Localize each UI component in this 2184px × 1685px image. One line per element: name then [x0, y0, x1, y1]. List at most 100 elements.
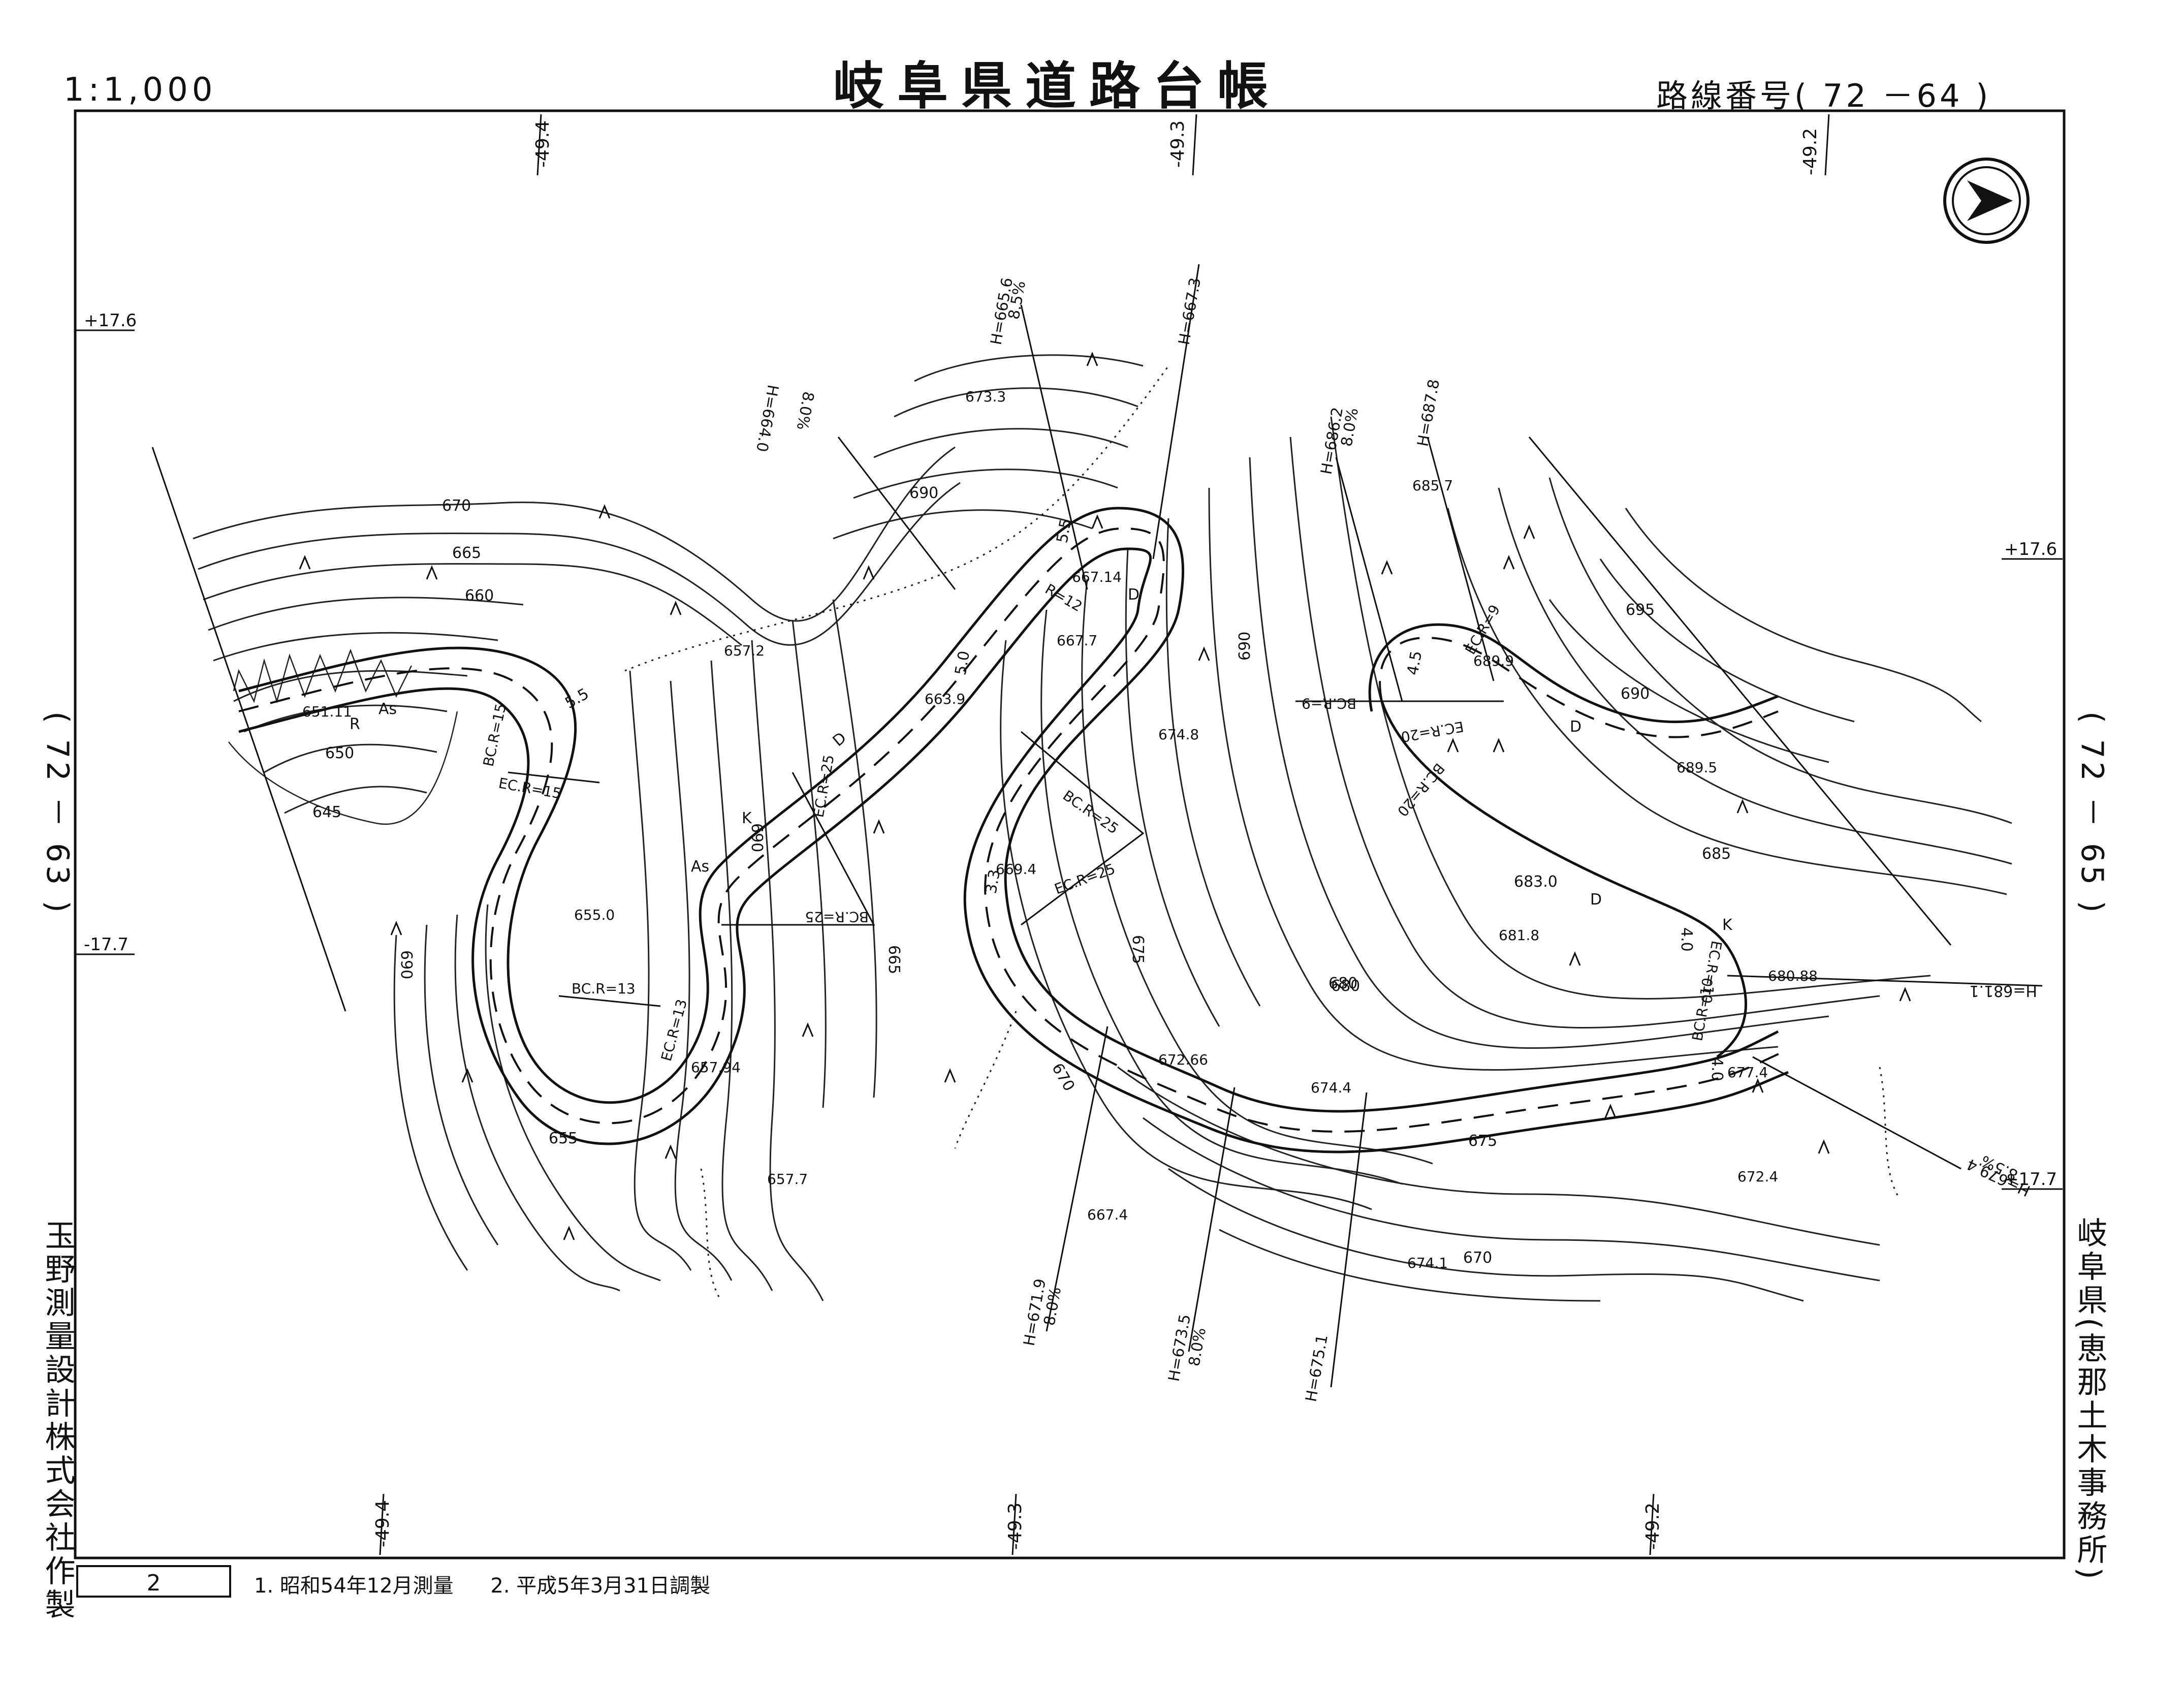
svg-text:4.5: 4.5	[1404, 649, 1426, 676]
svg-text:681.8: 681.8	[1499, 927, 1539, 944]
map-frame	[74, 109, 2066, 1559]
svg-text:8.0%: 8.0%	[793, 390, 817, 431]
grid-label-left-1: +17.6	[84, 310, 137, 331]
grid-label-bottom-3: -49.2	[1642, 1503, 1663, 1550]
footpaths	[624, 365, 1901, 1301]
svg-text:EC.R=13: EC.R=13	[658, 997, 690, 1063]
svg-text:655.0: 655.0	[574, 907, 615, 923]
svg-text:667.14: 667.14	[1072, 569, 1122, 585]
road-east-spur	[1379, 637, 1779, 738]
cliff-hatching	[228, 648, 458, 825]
road-edge-outer	[238, 507, 1779, 1113]
svg-text:677.4: 677.4	[1727, 1064, 1768, 1081]
svg-text:4.0: 4.0	[1677, 927, 1695, 952]
road-edge-inner	[238, 547, 1789, 1153]
svg-text:683.0: 683.0	[1514, 873, 1558, 891]
svg-text:645: 645	[312, 803, 341, 821]
grid-label-bottom-1: -49.4	[372, 1500, 393, 1547]
footer-notes: 1. 昭和54年12月測量 2. 平成5年3月31日調製	[254, 1569, 741, 1599]
svg-text:675: 675	[1129, 935, 1147, 964]
grid-label-top-3: -49.2	[1800, 128, 1821, 175]
svg-text:675: 675	[1468, 1132, 1497, 1150]
svg-text:As: As	[378, 700, 397, 718]
svg-text:674.8: 674.8	[1158, 726, 1199, 743]
grade-labels: H=665.6 8.5% H=667.3 H=664.0 8.0% H=686.…	[752, 276, 2037, 1403]
svg-text:673.3: 673.3	[965, 388, 1006, 405]
grid-ticks	[76, 114, 2063, 1555]
svg-text:690: 690	[397, 950, 415, 979]
svg-text:672.4: 672.4	[1737, 1168, 1778, 1185]
route-value: 72 －64	[1822, 77, 1963, 114]
map-scale: 1:1,000	[64, 71, 217, 109]
svg-text:670: 670	[1463, 1249, 1492, 1267]
spot-heights: 673.3 657.2 651.11 655.0 657.94 657.7 66…	[302, 388, 1818, 1271]
page-title: 岐阜県道路台帳	[833, 56, 1281, 116]
svg-text:680.88: 680.88	[1768, 968, 1818, 984]
svg-text:D: D	[1570, 718, 1581, 736]
svg-text:H=667.3: H=667.3	[1175, 276, 1205, 347]
svg-text:689.5: 689.5	[1676, 759, 1717, 776]
svg-text:H=664.0: H=664.0	[752, 383, 782, 453]
svg-text:5.5: 5.5	[562, 685, 592, 712]
svg-text:663.9: 663.9	[925, 691, 965, 707]
note-prepared-date: 2. 平成5年3月31日調製	[490, 1574, 711, 1598]
road-centerline	[238, 527, 1784, 1133]
road-east-edge	[1368, 623, 1779, 724]
adjacent-sheet-left: ( 72 － 63 )	[40, 711, 75, 916]
svg-text:690: 690	[1621, 685, 1650, 703]
adjacent-sheet-right: ( 72 － 65 )	[2074, 711, 2110, 916]
maker-credit: 玉野測量設計株式会社作製	[40, 1220, 75, 1622]
grid-label-bottom-2: -49.3	[1005, 1503, 1026, 1550]
svg-text:BC.R=9: BC.R=9	[1302, 695, 1356, 712]
svg-text:690: 690	[909, 484, 938, 502]
svg-text:669.4: 669.4	[996, 861, 1036, 878]
contour-labels: 670 665 660 650 645 690 655 690 695 690 …	[312, 484, 1731, 1267]
svg-text:685: 685	[1702, 845, 1731, 863]
svg-text:690: 690	[748, 823, 766, 852]
office-credit: 岐阜県(恵那土木事務所)	[2072, 1217, 2107, 1582]
note-survey-date: 1. 昭和54年12月測量	[254, 1574, 454, 1598]
svg-text:K: K	[742, 809, 752, 827]
svg-text:EC.R=15: EC.R=15	[497, 774, 563, 802]
route-label: 路線番号	[1656, 77, 1795, 114]
curve-leaders	[508, 700, 1504, 1007]
svg-text:BC.R=20: BC.R=20	[1394, 760, 1448, 820]
svg-text:674.4: 674.4	[1311, 1079, 1351, 1096]
svg-text:690: 690	[1236, 632, 1254, 661]
svg-text:695: 695	[1626, 601, 1655, 619]
section-lines	[151, 264, 2043, 1388]
svg-text:3.3: 3.3	[982, 868, 1004, 895]
svg-text:650: 650	[325, 744, 354, 762]
svg-text:680: 680	[1331, 977, 1360, 995]
svg-text:BC.R=13: BC.R=13	[572, 980, 636, 997]
svg-text:R: R	[350, 715, 360, 733]
svg-text:655: 655	[549, 1130, 578, 1147]
svg-text:5.0: 5.0	[952, 649, 973, 676]
road-east-loop	[1380, 701, 1747, 1058]
svg-text:EC.R=25: EC.R=25	[1052, 860, 1117, 898]
svg-text:BC.R=25: BC.R=25	[805, 909, 869, 925]
road	[238, 507, 1789, 1153]
page-number-box: 2	[76, 1565, 231, 1598]
svg-text:660: 660	[465, 587, 494, 605]
svg-text:BC.R=15: BC.R=15	[480, 702, 510, 768]
curve-labels: BC.R=15 EC.R=15 BC.R=13 EC.R=13 BC.R=25 …	[480, 580, 1725, 1063]
svg-text:667.7: 667.7	[1057, 632, 1097, 649]
svg-text:674.1: 674.1	[1407, 1255, 1448, 1271]
svg-text:657.94: 657.94	[691, 1059, 741, 1076]
svg-text:667.4: 667.4	[1087, 1206, 1128, 1223]
svg-text:H=681.1: H=681.1	[1969, 982, 2037, 1000]
grid-label-top-1: -49.4	[532, 120, 553, 168]
svg-text:672.66: 672.66	[1158, 1051, 1208, 1068]
svg-text:EC.R=20: EC.R=20	[1400, 718, 1465, 745]
svg-text:680: 680	[1328, 975, 1357, 992]
grid-label-right-2: +17.7	[2004, 1169, 2057, 1190]
svg-text:H=675.1: H=675.1	[1302, 1333, 1332, 1403]
svg-text:689.9: 689.9	[1473, 652, 1514, 669]
route-number: 路線番号( 72 －64 )	[1656, 77, 1991, 114]
grid-label-top-2: -49.3	[1167, 120, 1188, 168]
svg-text:D: D	[1128, 586, 1140, 604]
vegetation-symbols	[299, 352, 1911, 1240]
north-arrow-icon	[1943, 158, 2030, 244]
